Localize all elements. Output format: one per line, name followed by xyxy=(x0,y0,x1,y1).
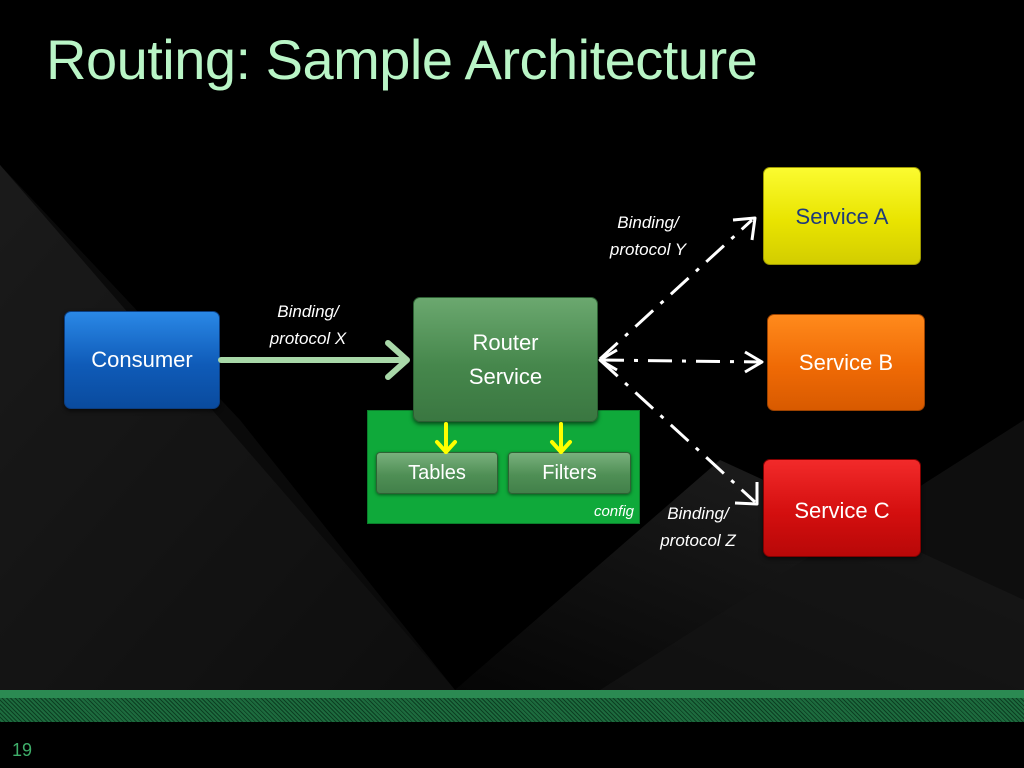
binding-label-x: Binding/ protocol X xyxy=(248,298,368,352)
tables-node: Tables xyxy=(376,452,498,494)
binding-y-line2: protocol Y xyxy=(609,240,687,259)
service-b-label: Service B xyxy=(798,349,894,375)
binding-x-line2: protocol X xyxy=(269,329,347,348)
filters-node: Filters xyxy=(508,452,631,494)
binding-label-z: Binding/ protocol Z xyxy=(638,500,758,554)
service-c-label: Service C xyxy=(794,498,890,523)
router-service-node: Router Service xyxy=(413,297,598,422)
footer-bar xyxy=(0,690,1024,722)
slide-title: Routing: Sample Architecture xyxy=(46,28,758,91)
binding-y-line1: Binding/ xyxy=(617,213,679,232)
service-a-node: Service A xyxy=(763,167,921,265)
router-label-line2: Service xyxy=(468,363,543,389)
service-c-node: Service C xyxy=(763,459,921,557)
binding-label-y: Binding/ protocol Y xyxy=(588,209,708,263)
consumer-label: Consumer xyxy=(91,347,193,372)
page-number: 19 xyxy=(12,740,33,760)
consumer-node: Consumer xyxy=(64,311,220,409)
binding-x-line1: Binding/ xyxy=(277,302,339,321)
filters-label: Filters xyxy=(542,461,597,484)
router-label-line1: Router xyxy=(472,329,539,355)
config-label: config xyxy=(593,503,634,520)
tables-label: Tables xyxy=(408,461,466,484)
binding-z-line2: protocol Z xyxy=(660,531,736,550)
binding-z-line1: Binding/ xyxy=(667,504,729,523)
service-a-label: Service A xyxy=(795,204,889,229)
service-b-node: Service B xyxy=(767,314,925,411)
